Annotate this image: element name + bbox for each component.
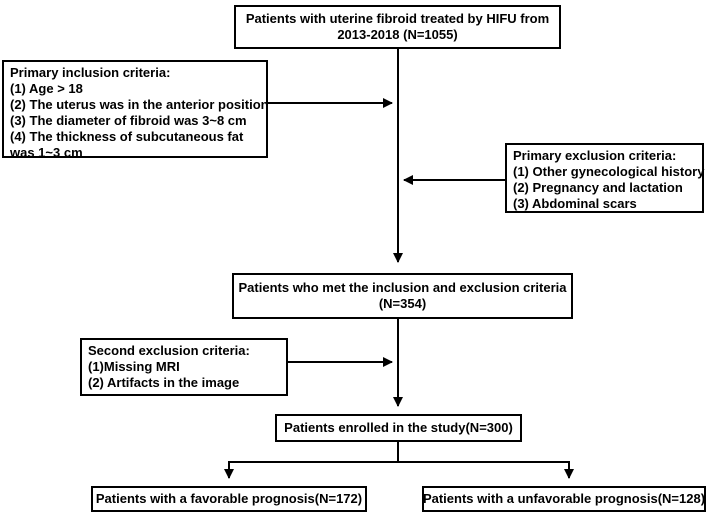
- exclusion1-item-2: (2) Pregnancy and lactation: [513, 180, 683, 195]
- exclusion2-item-1: (1)Missing MRI: [88, 359, 180, 374]
- exclusion1-item-1: (1) Other gynecological history: [513, 164, 705, 179]
- exclusion1-item-3: (3) Abdominal scars: [513, 196, 637, 211]
- inclusion-title: Primary inclusion criteria:: [10, 65, 171, 80]
- box-primary-exclusion: Primary exclusion criteria: (1) Other gy…: [505, 143, 704, 213]
- favorable-label: Patients with a favorable prognosis(N=17…: [95, 491, 363, 506]
- inclusion-item-4: (4) The thickness of subcutaneous fat wa…: [10, 129, 244, 160]
- exclusion1-title: Primary exclusion criteria:: [513, 148, 677, 163]
- box-unfavorable: Patients with a unfavorable prognosis(N=…: [422, 486, 706, 512]
- box-met-criteria: Patients who met the inclusion and exclu…: [232, 273, 573, 319]
- inclusion-item-1: (1) Age > 18: [10, 81, 83, 96]
- inclusion-item-2: (2) The uterus was in the anterior posit…: [10, 97, 269, 112]
- met-line-2: (N=354): [378, 296, 427, 311]
- box-total-line-1: Patients with uterine fibroid treated by…: [245, 11, 550, 26]
- exclusion2-title: Second exclusion criteria:: [88, 343, 250, 358]
- met-line-1: Patients who met the inclusion and exclu…: [238, 280, 567, 295]
- box-total-line-2: 2013-2018 (N=1055): [337, 27, 458, 42]
- box-total-patients: Patients with uterine fibroid treated by…: [234, 5, 561, 49]
- box-favorable: Patients with a favorable prognosis(N=17…: [91, 486, 367, 512]
- exclusion2-item-2: (2) Artifacts in the image: [88, 375, 240, 390]
- box-primary-inclusion: Primary inclusion criteria: (1) Age > 18…: [2, 60, 269, 160]
- enrolled-label: Patients enrolled in the study(N=300): [284, 420, 513, 435]
- box-enrolled: Patients enrolled in the study(N=300): [275, 414, 522, 442]
- inclusion-item-3: (3) The diameter of fibroid was 3~8 cm: [10, 113, 247, 128]
- box-second-exclusion: Second exclusion criteria: (1)Missing MR…: [80, 338, 288, 396]
- unfavorable-label: Patients with a unfavorable prognosis(N=…: [422, 491, 706, 506]
